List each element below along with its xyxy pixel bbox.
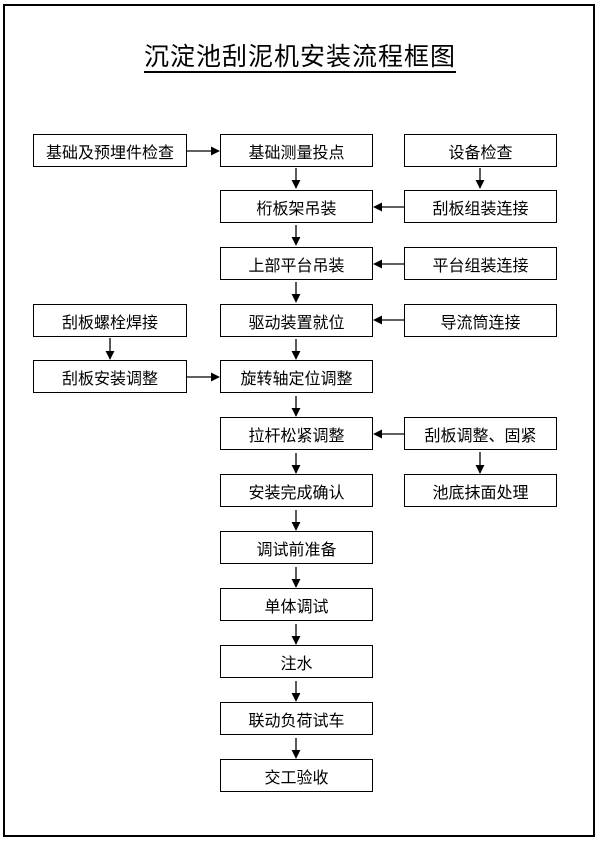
- diagram-title: 沉淀池刮泥机安装流程框图: [143, 42, 456, 71]
- box-water-fill: 注水: [220, 645, 373, 678]
- box-survey: 基础测量投点: [220, 134, 373, 167]
- box-drive-position: 驱动装置就位: [220, 304, 373, 337]
- box-load-test: 联动负荷试车: [220, 702, 373, 735]
- box-handover: 交工验收: [220, 759, 373, 792]
- box-platform-assembly: 平台组装连接: [404, 247, 557, 280]
- diagram-frame: [3, 4, 595, 837]
- box-equipment-check: 设备检查: [404, 134, 557, 167]
- box-upper-platform: 上部平台吊装: [220, 247, 373, 280]
- box-install-confirm: 安装完成确认: [220, 474, 373, 507]
- box-shaft-adjust: 旋转轴定位调整: [220, 360, 373, 393]
- box-foundation-check: 基础及预埋件检查: [33, 134, 187, 167]
- box-bridge-hoist: 桁板架吊装: [220, 190, 373, 223]
- box-scraper-fix: 刮板调整、固紧: [404, 417, 557, 450]
- box-guide-connect: 导流筒连接: [404, 304, 557, 337]
- box-bottom-finish: 池底抹面处理: [404, 474, 557, 507]
- box-scraper-install: 刮板安装调整: [33, 360, 187, 393]
- box-pre-test: 调试前准备: [220, 531, 373, 564]
- box-scraper-weld: 刮板螺栓焊接: [33, 304, 187, 337]
- box-unit-test: 单体调试: [220, 588, 373, 621]
- box-chain-tension: 拉杆松紧调整: [220, 417, 373, 450]
- box-bridge-assembly: 刮板组装连接: [404, 190, 557, 223]
